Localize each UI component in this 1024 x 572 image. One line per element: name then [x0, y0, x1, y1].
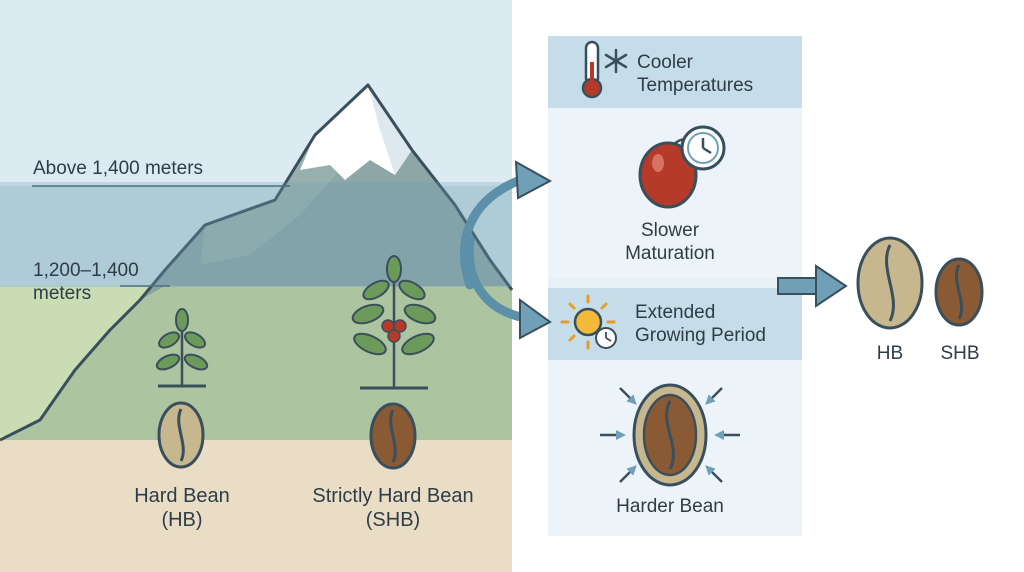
shb-short-label: SHB — [940, 343, 980, 364]
cooler-temperatures-label: Cooler Temperatures — [637, 52, 754, 96]
hb-short-label: HB — [876, 343, 904, 364]
extended-growing-period-label: Extended Growing Period — [635, 302, 766, 346]
coffee-bean-icon — [856, 236, 924, 330]
coffee-bean-icon — [632, 383, 708, 487]
coffee-bean-icon — [369, 402, 417, 470]
above-1400-label: Above 1,400 meters — [33, 158, 204, 179]
thermometer-icon — [581, 40, 603, 99]
coffee-plant-icon — [351, 255, 437, 390]
sun-icon — [560, 294, 616, 350]
hard-bean-label: Hard Bean (HB) — [134, 485, 230, 531]
compression-arrows — [600, 387, 740, 483]
slower-maturation-label: Slower Maturation — [625, 220, 715, 264]
arrow-icon — [459, 160, 553, 340]
clock-icon — [680, 125, 726, 171]
coffee-plant-icon — [155, 308, 209, 388]
clock-icon — [595, 327, 617, 349]
snowflake-icon — [604, 48, 628, 74]
coffee-bean-icon — [157, 401, 205, 469]
arrow-icon — [777, 264, 848, 308]
coffee-bean-icon — [934, 257, 984, 327]
range-1200-1400-label: 1,200–1,400 meters — [33, 260, 139, 304]
harder-bean-label: Harder Bean — [616, 496, 724, 517]
strictly-hard-bean-label: Strictly Hard Bean (SHB) — [312, 485, 474, 531]
